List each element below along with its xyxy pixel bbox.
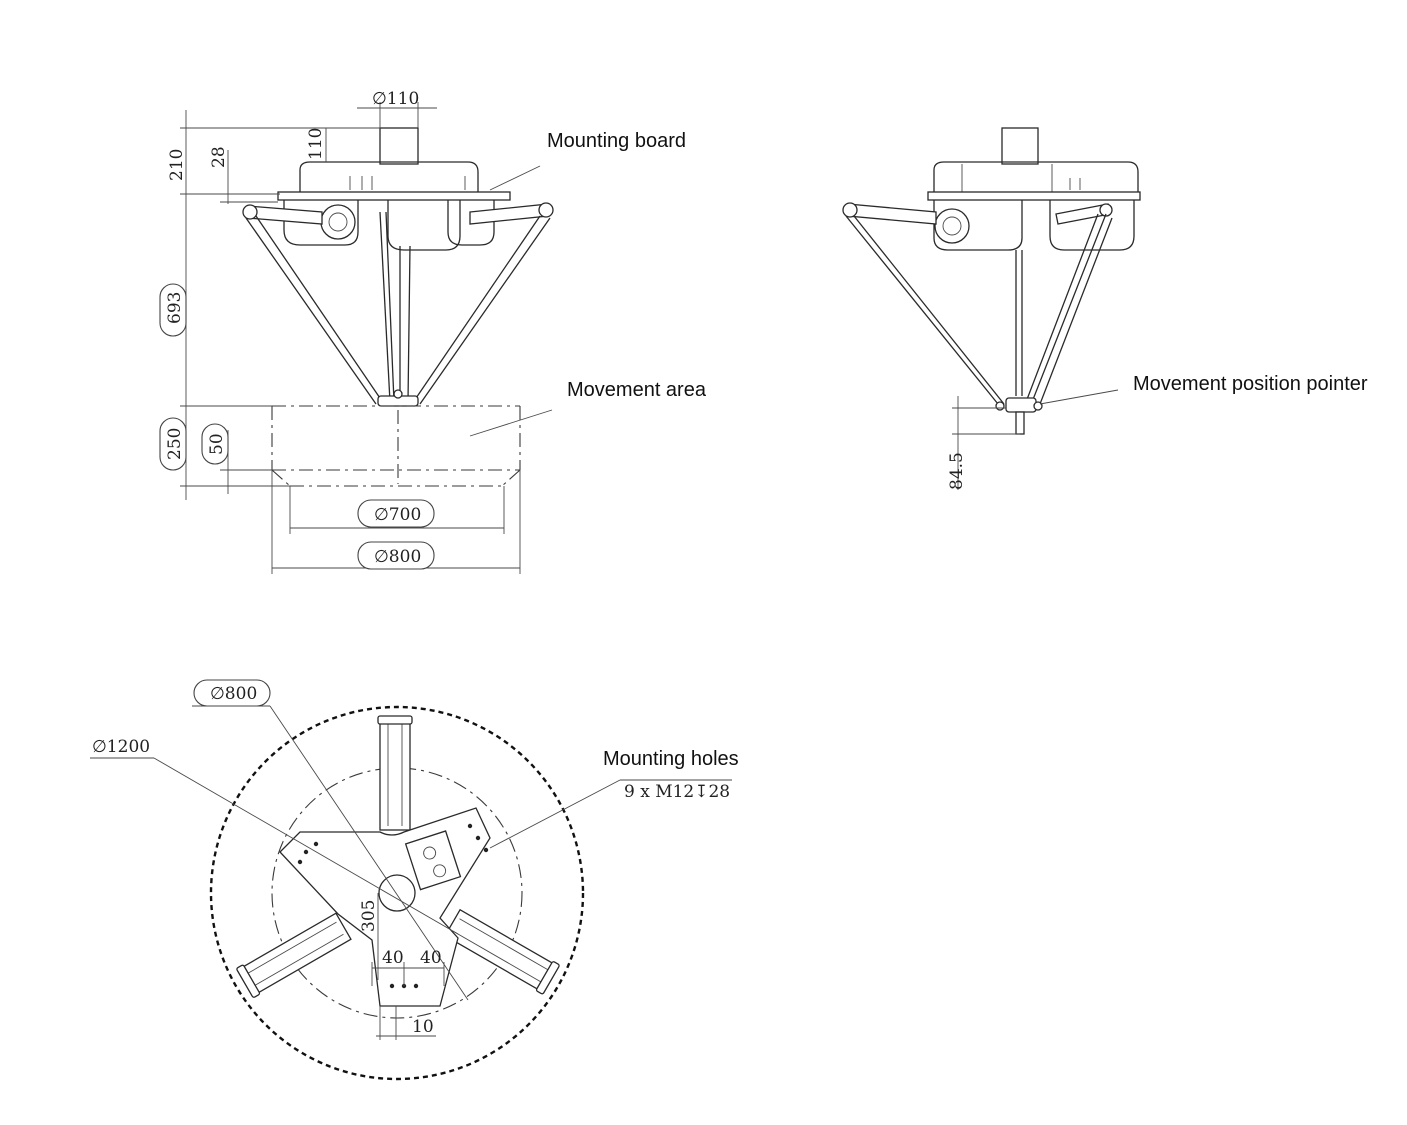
pill-arm-height — [159, 283, 187, 337]
dim-workspace-step: 50 — [207, 433, 227, 455]
top-connector-box — [404, 830, 462, 891]
dim-edge-offset: 10 — [412, 1017, 434, 1037]
top-arm-southwest — [444, 908, 560, 995]
side-pointer — [1015, 411, 1025, 435]
front-view: ∅110 210 28 110 693 250 50 ∅700 ∅800 — [159, 89, 707, 574]
front-motor-cap — [320, 204, 356, 240]
front-flange — [379, 127, 419, 165]
dim-flange-height: 110 — [306, 128, 326, 160]
side-upper-arm-left — [847, 203, 937, 225]
front-mounting-plate — [277, 191, 511, 201]
top-arm-southeast — [236, 912, 352, 998]
dim-flange-diameter: ∅110 — [372, 89, 419, 109]
dim-circle-800: ∅800 — [210, 684, 257, 704]
label-mounting-holes-spec: 9 x M12↧28 — [624, 782, 730, 802]
side-parallel-rods — [845, 213, 1113, 405]
top-mounting-holes — [297, 823, 489, 989]
dim-overall-height: 210 — [167, 149, 187, 181]
top-circle-1200 — [209, 705, 585, 1081]
dim-workspace-outer: ∅800 — [374, 547, 421, 567]
front-housing — [299, 161, 479, 192]
dim-hole-spacing-left: 40 — [382, 948, 404, 968]
front-workspace — [271, 405, 521, 487]
pill-workspace-height — [159, 417, 187, 471]
pill-workspace-outer — [357, 541, 435, 570]
label-mounting-holes: Mounting holes — [603, 748, 739, 770]
side-flange — [1001, 127, 1039, 165]
side-motor-cap — [934, 208, 970, 244]
front-motor-right — [447, 200, 495, 246]
dim-hole-spacing-right: 40 — [420, 948, 442, 968]
front-motor-left — [283, 200, 359, 246]
dim-plate-thickness: 28 — [209, 146, 229, 168]
dim-center-distance: 305 — [359, 900, 379, 932]
pill-workspace-step — [201, 423, 229, 465]
side-view: 84.5 Movement position pointer — [842, 127, 1368, 490]
label-movement-position-pointer: Movement position pointer — [1133, 373, 1368, 395]
label-movement-area: Movement area — [567, 379, 707, 401]
label-mounting-board: Mounting board — [547, 130, 686, 152]
side-motor-left — [933, 200, 1023, 251]
front-parallel-rods — [245, 211, 551, 405]
side-housing — [933, 161, 1139, 192]
pill-circle-800 — [193, 679, 271, 707]
top-view: ∅800 ∅1200 305 40 40 10 Mounting holes 9… — [90, 679, 739, 1081]
side-mounting-plate — [927, 191, 1141, 201]
dim-arm-height: 693 — [165, 292, 185, 324]
top-center-hole — [378, 874, 416, 912]
dim-pointer-length: 84.5 — [947, 452, 967, 490]
front-motor-center — [387, 200, 461, 251]
side-end-effector — [1005, 397, 1037, 413]
dim-workspace-height: 250 — [165, 428, 185, 460]
dim-circle-1200: ∅1200 — [92, 737, 150, 757]
top-arm-north — [377, 715, 413, 831]
pill-workspace-inner — [357, 499, 435, 528]
dim-workspace-inner: ∅700 — [374, 505, 421, 525]
